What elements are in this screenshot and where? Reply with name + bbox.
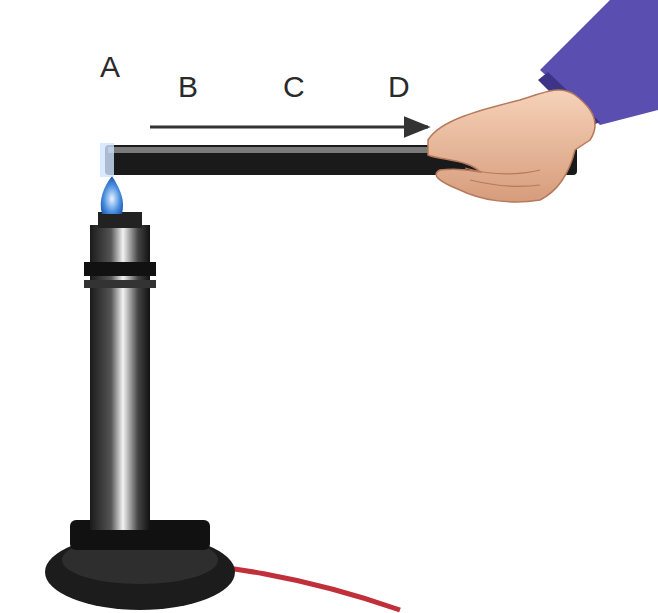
burner-top <box>98 212 142 228</box>
point-label: A <box>100 52 120 82</box>
point-label: B <box>178 72 198 102</box>
finger-lines <box>465 168 540 186</box>
air-collar <box>84 280 156 288</box>
flame <box>101 176 123 214</box>
air-collar <box>84 262 156 276</box>
point-label: C <box>283 72 305 102</box>
heat-flow-arrow <box>150 126 428 129</box>
hand <box>428 90 595 202</box>
rod-end-heated <box>100 143 114 177</box>
point-label: D <box>388 72 410 102</box>
